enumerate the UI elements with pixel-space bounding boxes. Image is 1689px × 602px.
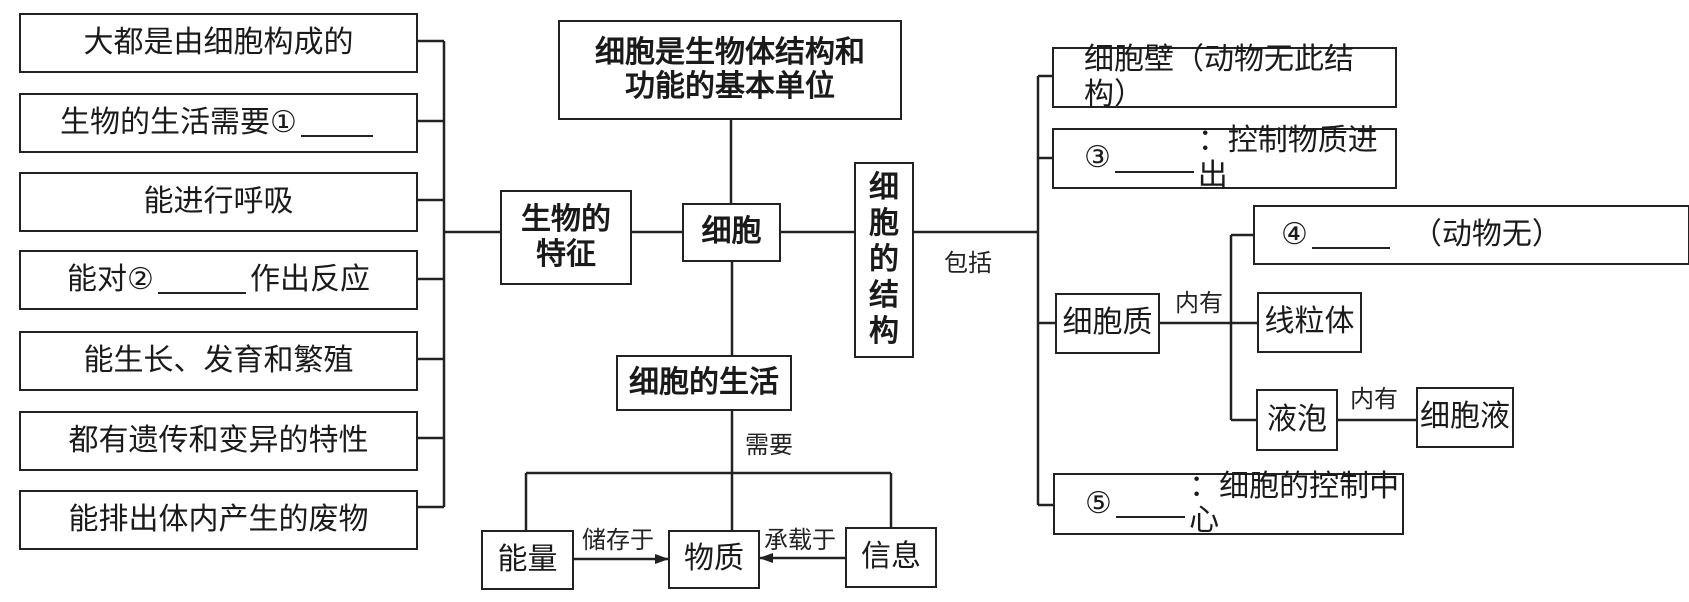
characteristic-text: 能进行呼吸 [143, 183, 294, 219]
characteristic-text: 大都是由细胞构成的 [83, 24, 354, 60]
characteristics-title-line: 特征 [536, 236, 596, 272]
cell-life-node: 细胞的生活 [616, 355, 792, 411]
nucleus-number: ⑤ [1085, 485, 1112, 521]
cell-life-label: 细胞的生活 [629, 364, 779, 400]
root-node: 细胞是生物体结构和 功能的基本单位 [558, 20, 902, 120]
includes-label: 包括 [944, 249, 992, 277]
characteristic-item: 生物的生活需要① [19, 93, 418, 153]
information-label: 信息 [861, 539, 921, 575]
structure-title-char: 的 [869, 242, 899, 277]
characteristics-node: 生物的 特征 [500, 190, 632, 285]
vacuole-label: 液泡 [1267, 401, 1327, 437]
characteristic-text: 生物的生活需要① [60, 104, 297, 140]
structure-node: 细 胞 的 结 构 [854, 162, 914, 358]
needs-label: 需要 [745, 431, 793, 459]
cytoplasm-label: 细胞质 [1062, 305, 1153, 341]
characteristics-title-line: 生物的 [521, 202, 611, 237]
characteristic-item: 大都是由细胞构成的 [19, 13, 418, 73]
energy-label: 能量 [497, 541, 558, 577]
characteristic-text: 都有遗传和变异的特性 [68, 422, 369, 458]
chloroplast-number: ④ [1281, 216, 1308, 252]
structure-title-char: 细 [869, 170, 899, 205]
chloroplast-node: ④ （动物无） [1253, 205, 1689, 265]
cell-node: 细胞 [682, 203, 781, 262]
cell-sap-node: 细胞液 [1416, 387, 1514, 448]
characteristic-item: 能进行呼吸 [19, 172, 418, 232]
characteristic-item: 能排出体内产生的废物 [19, 490, 418, 550]
nucleus-node: ⑤ ：细胞的控制中心 [1053, 469, 1404, 538]
characteristic-text: 能对② [67, 261, 154, 297]
structure-title-char: 构 [869, 314, 899, 349]
membrane-number: ③ [1084, 140, 1111, 176]
stored-in-label: 储存于 [582, 526, 654, 554]
characteristic-text: 能生长、发育和繁殖 [83, 342, 354, 378]
contains-label: 内有 [1175, 289, 1223, 317]
root-title-line: 功能的基本单位 [625, 69, 835, 104]
root-title-line: 细胞是生物体结构和 [595, 34, 865, 70]
answer-blank-5[interactable] [1115, 490, 1186, 518]
information-node: 信息 [845, 527, 937, 588]
nucleus-label: ：细胞的控制中心 [1189, 468, 1400, 538]
vacuole-node: 液泡 [1256, 389, 1338, 451]
answer-blank-4[interactable] [1311, 221, 1390, 249]
characteristic-item: 都有遗传和变异的特性 [19, 411, 418, 471]
membrane-node: ③ ：控制物质进出 [1052, 123, 1397, 192]
structure-title-char: 结 [869, 278, 899, 313]
answer-blank-1[interactable] [300, 109, 373, 137]
cell-wall-node: 细胞壁（动物无此结构） [1052, 42, 1397, 111]
structure-title-char: 胞 [869, 206, 899, 241]
cytoplasm-node: 细胞质 [1055, 293, 1160, 354]
characteristic-text: 能排出体内产生的废物 [68, 501, 369, 537]
characteristic-item: 能生长、发育和繁殖 [19, 331, 418, 391]
characteristic-item: 能对② 作出反应 [19, 250, 418, 310]
membrane-label: ：控制物质进出 [1197, 123, 1378, 193]
vacuole-contains-label: 内有 [1350, 385, 1398, 413]
answer-blank-2[interactable] [157, 266, 246, 294]
energy-node: 能量 [481, 530, 574, 590]
matter-node: 物质 [668, 530, 760, 589]
mitochondria-label: 线粒体 [1264, 304, 1355, 340]
cell-label: 细胞 [701, 214, 762, 250]
mitochondria-node: 线粒体 [1257, 292, 1362, 353]
characteristic-text: 作出反应 [249, 261, 370, 297]
cell-sap-label: 细胞液 [1420, 399, 1510, 435]
cell-wall-label: 细胞壁（动物无此结构） [1084, 42, 1354, 112]
carried-by-label: 承载于 [764, 526, 836, 554]
matter-label: 物质 [684, 541, 744, 577]
chloroplast-label: （动物无） [1411, 216, 1562, 252]
answer-blank-3[interactable] [1114, 145, 1194, 173]
